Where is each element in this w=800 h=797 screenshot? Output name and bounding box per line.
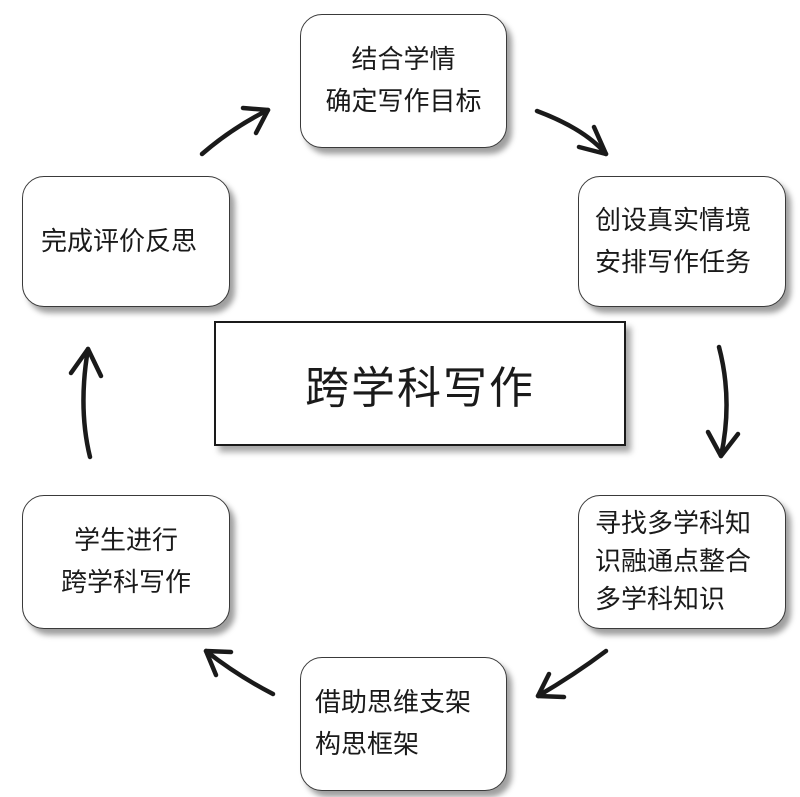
step-4-line-2: 构思框架 [315, 730, 420, 760]
arrow-5-to-6 [68, 346, 104, 460]
step-6-line-1: 完成评价反思 [41, 226, 198, 257]
step-2-line-1: 创设真实情境 [595, 205, 752, 236]
arrow-3-to-4 [535, 648, 609, 700]
step-3-box: 寻找多学科知 识融通点整合 多学科知识 [578, 495, 786, 629]
step-2-box: 创设真实情境 安排写作任务 [578, 176, 786, 307]
step-3-line-2: 识融通点整合 [595, 547, 752, 577]
step-3-line-3: 多学科知识 [595, 585, 726, 615]
step-1-line-1: 结合学情 [351, 45, 456, 75]
step-3-line-1: 寻找多学科知 [595, 509, 752, 539]
step-6-box: 完成评价反思 [22, 176, 230, 307]
arrow-6-to-1 [199, 105, 271, 157]
step-4-box: 借助思维支架 构思框架 [300, 657, 507, 791]
step-5-line-2: 跨学科写作 [60, 568, 191, 598]
step-2-line-2: 安排写作任务 [595, 247, 752, 278]
step-1-line-2: 确定写作目标 [325, 87, 482, 117]
step-4-line-1: 借助思维支架 [315, 688, 472, 718]
center-title: 跨学科写作 [305, 362, 535, 414]
step-5-box: 学生进行 跨学科写作 [22, 495, 230, 629]
arrow-2-to-3 [705, 344, 741, 459]
step-5-line-1: 学生进行 [73, 526, 178, 556]
arrow-1-to-2 [534, 108, 609, 157]
center-title-box: 跨学科写作 [214, 321, 626, 446]
arrow-4-to-5 [203, 648, 276, 697]
step-1-box: 结合学情 确定写作目标 [300, 14, 507, 148]
